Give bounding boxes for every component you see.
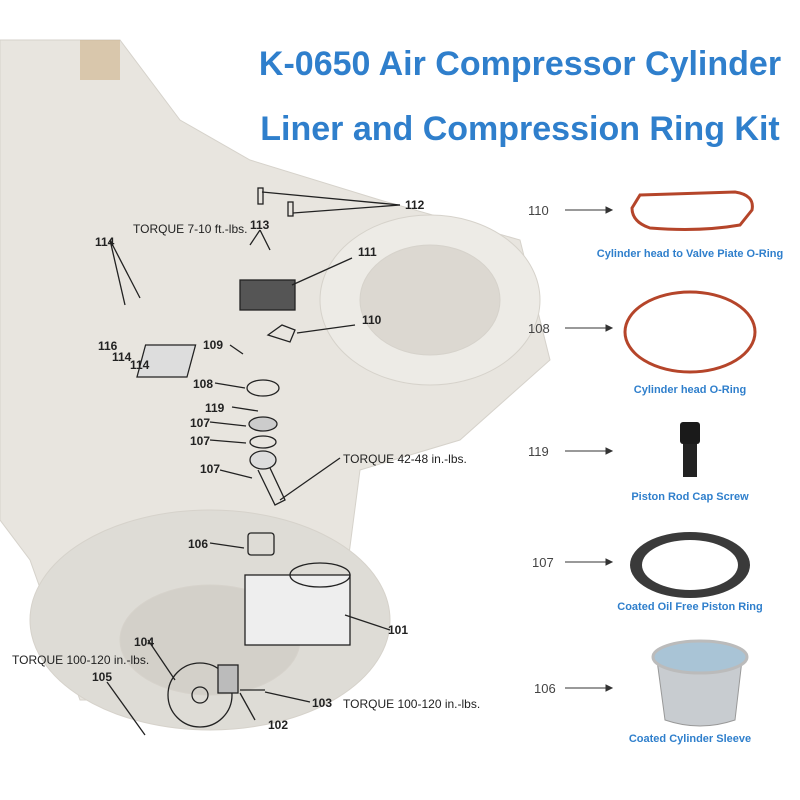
callout-112: 112 bbox=[405, 198, 425, 212]
callout-105: 105 bbox=[92, 670, 113, 684]
callout-113: 113 bbox=[250, 218, 270, 232]
torque-note-2: TORQUE 42-48 in.-lbs. bbox=[343, 452, 467, 466]
callout-104: 104 bbox=[134, 635, 155, 649]
callout-102: 102 bbox=[268, 718, 289, 732]
part-number-110: 110 bbox=[528, 203, 549, 218]
part-number-108: 108 bbox=[528, 321, 550, 336]
cap-screw-119 bbox=[680, 422, 700, 477]
callout-107a: 107 bbox=[190, 416, 211, 430]
callout-109: 109 bbox=[203, 338, 224, 352]
oring-108 bbox=[623, 290, 757, 374]
torque-note-3: TORQUE 100-120 in.-lbs. bbox=[12, 653, 150, 667]
callout-107b: 107 bbox=[190, 434, 211, 448]
callout-111: 111 bbox=[358, 245, 377, 259]
piston-ring-107 bbox=[630, 532, 750, 598]
title-line-2: Liner and Compression Ring Kit bbox=[260, 110, 780, 148]
callout-108: 108 bbox=[193, 377, 214, 391]
part-caption-108: Cylinder head O-Ring bbox=[633, 384, 747, 396]
callout-101: 101 bbox=[388, 623, 409, 637]
part-caption-110: Cylinder head to Valve Piate O-Ring bbox=[596, 248, 784, 260]
part-caption-107: Coated Oil Free Piston Ring bbox=[617, 601, 763, 613]
callout-106: 106 bbox=[188, 537, 209, 551]
part-number-119: 119 bbox=[528, 444, 549, 459]
torque-note-1: TORQUE 7-10 ft.-lbs. bbox=[133, 222, 248, 236]
callout-114: 114 bbox=[95, 235, 115, 249]
part-number-106: 106 bbox=[534, 681, 556, 696]
callout-110: 110 bbox=[362, 313, 382, 327]
callout-103: 103 bbox=[312, 696, 333, 710]
callout-114b: 114 bbox=[112, 350, 132, 364]
part-caption-106: Coated Cylinder Sleeve bbox=[628, 733, 752, 745]
torque-note-4: TORQUE 100-120 in.-lbs. bbox=[343, 697, 481, 711]
part-number-107: 107 bbox=[532, 555, 554, 570]
callout-107c: 107 bbox=[200, 462, 221, 476]
oring-110 bbox=[630, 190, 754, 231]
callout-119: 119 bbox=[205, 401, 225, 415]
title-line-1: K-0650 Air Compressor Cylinder bbox=[258, 45, 782, 83]
cylinder-sleeve-106 bbox=[651, 639, 749, 727]
callout-114c: 114 bbox=[130, 358, 150, 372]
callout-116: 116 bbox=[98, 339, 118, 353]
part-caption-119: Piston Rod Cap Screw bbox=[631, 491, 749, 503]
